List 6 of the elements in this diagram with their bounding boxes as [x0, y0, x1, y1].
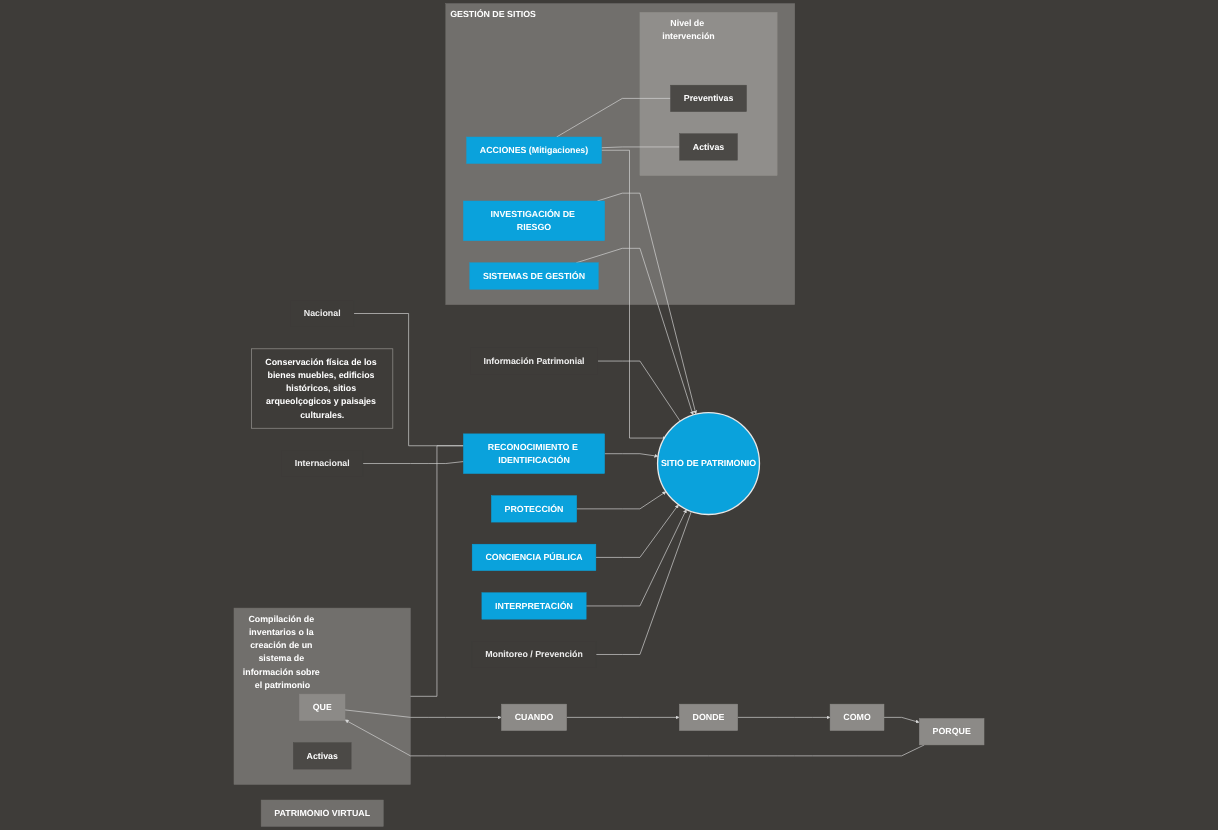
connector — [595, 511, 692, 655]
connector — [410, 445, 464, 697]
connector — [597, 360, 681, 422]
connector — [556, 98, 671, 138]
connector — [362, 461, 464, 464]
connector — [601, 146, 680, 149]
